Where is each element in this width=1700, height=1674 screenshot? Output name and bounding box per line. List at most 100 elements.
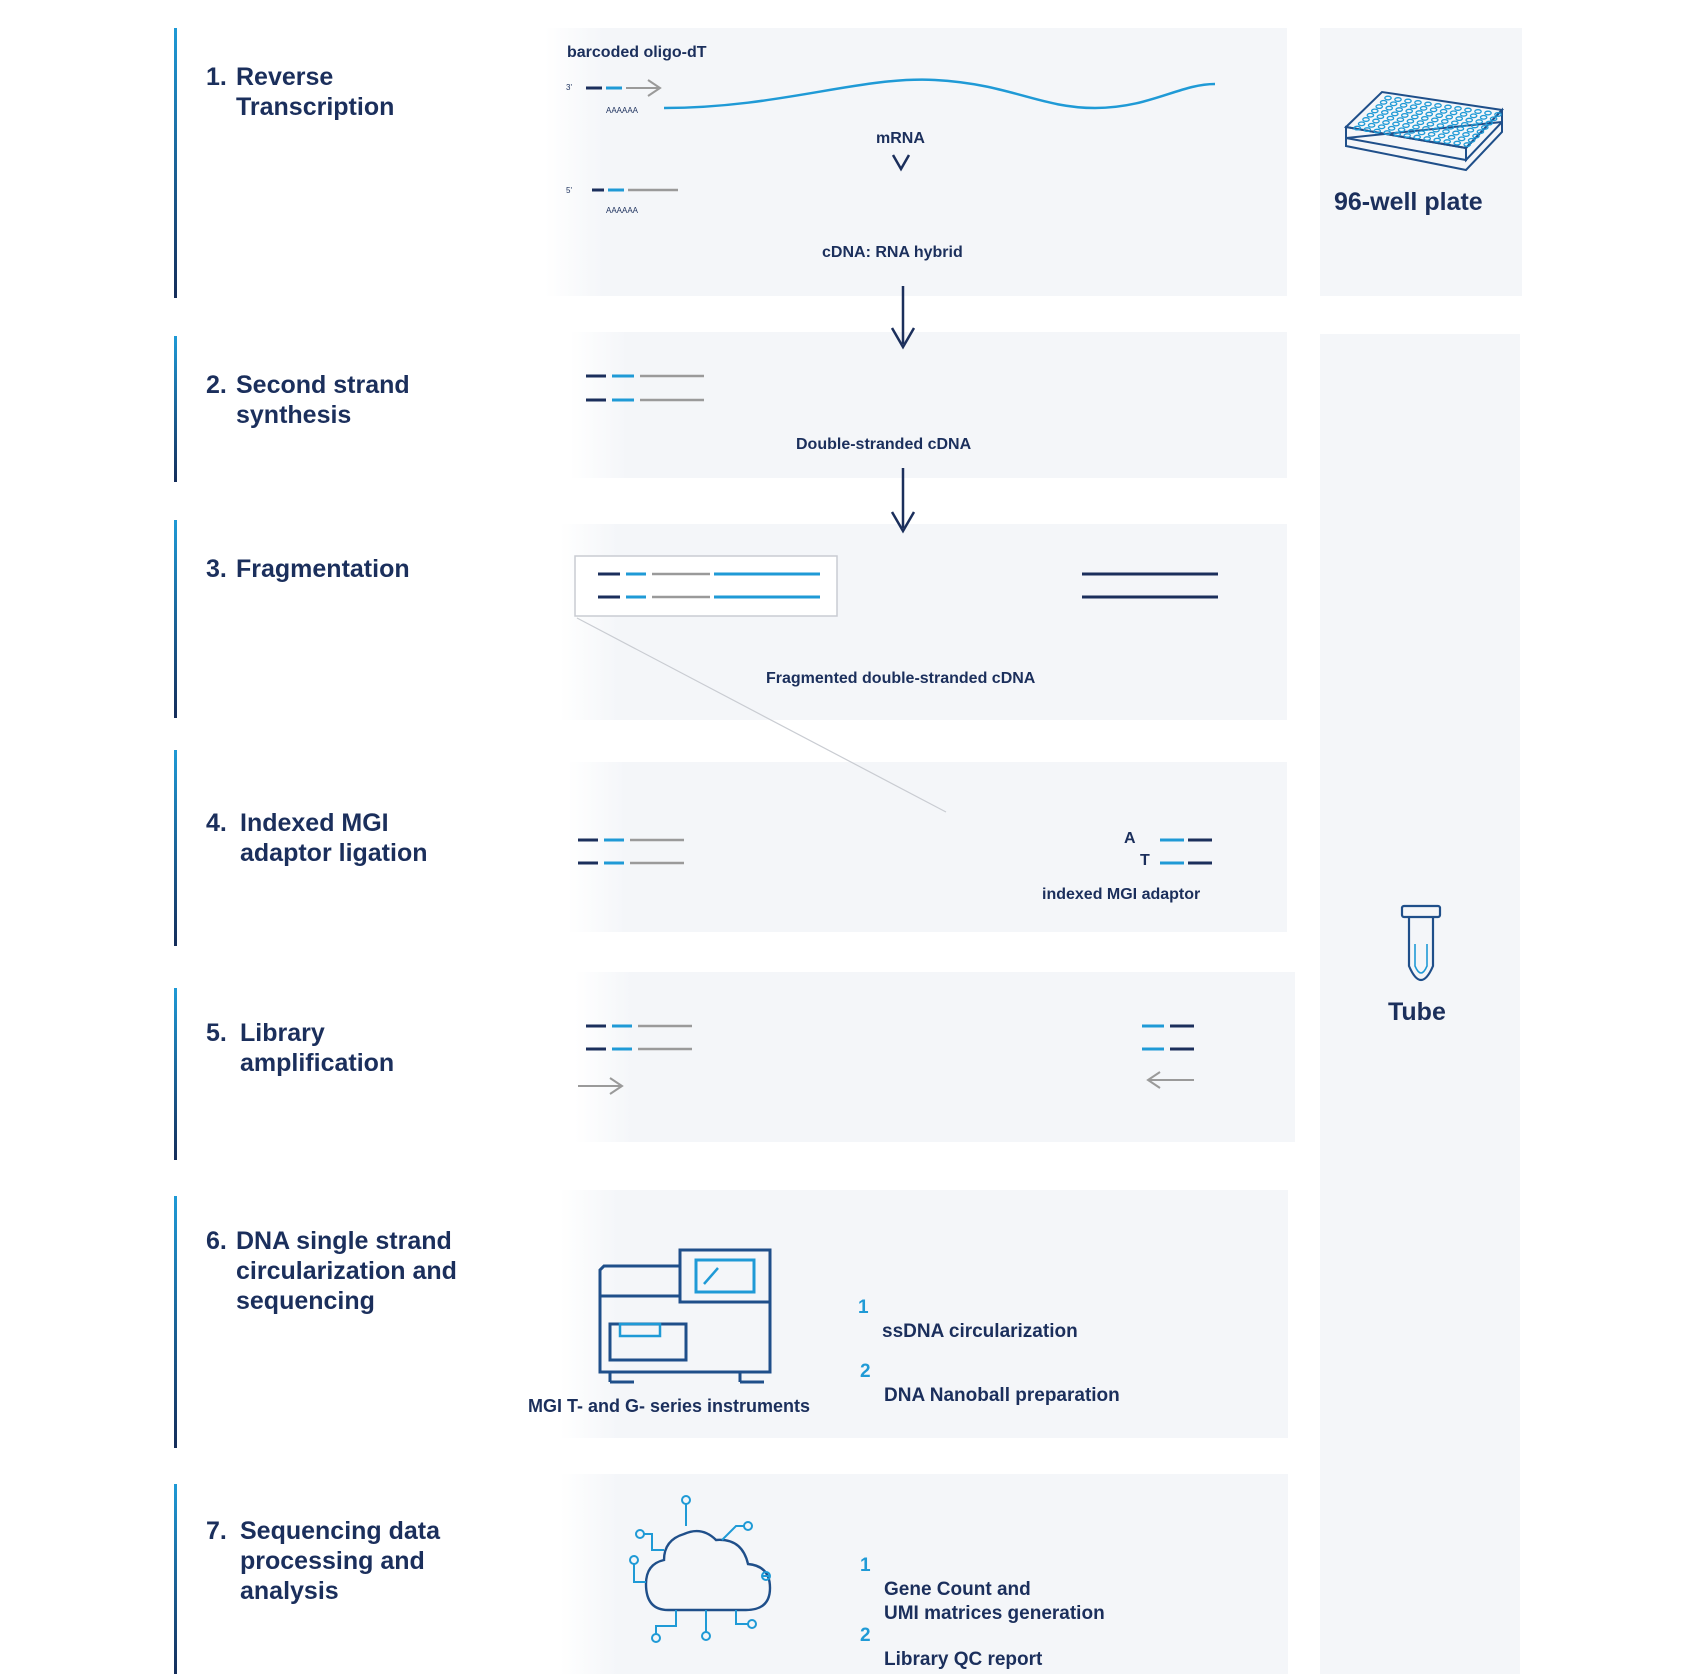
well — [1470, 123, 1479, 129]
step-title-1: 1. Reverse Transcription — [206, 62, 394, 122]
well — [1402, 123, 1410, 128]
well — [1379, 99, 1388, 105]
step-number: 4. — [206, 809, 227, 837]
step-bar-7 — [174, 1484, 177, 1674]
well — [1375, 104, 1384, 110]
step-title-text: DNA single strand circularization and se… — [236, 1227, 457, 1315]
mrna-label: mRNA — [876, 130, 925, 147]
step-bar-3 — [174, 520, 177, 718]
well — [1384, 95, 1392, 101]
well — [1376, 114, 1385, 120]
well — [1387, 125, 1396, 131]
well — [1412, 124, 1420, 130]
well — [1479, 114, 1488, 120]
well — [1407, 128, 1416, 134]
well — [1456, 126, 1465, 132]
well — [1433, 137, 1442, 143]
step-panels — [545, 28, 1522, 1674]
step-title-6: 6. DNA single strand circularization and… — [206, 1226, 457, 1316]
step-title-text: Reverse Transcription — [236, 63, 395, 121]
well — [1476, 129, 1485, 135]
well — [1397, 127, 1406, 133]
well — [1403, 133, 1412, 139]
well — [1400, 112, 1409, 118]
step-title-2: 2. Second strand synthesis — [206, 370, 410, 430]
well — [1415, 110, 1424, 116]
step6-item-2: 2 DNA Nanoball preparation — [860, 1336, 1120, 1408]
well — [1484, 110, 1492, 116]
well — [1392, 121, 1400, 127]
step-bar-5 — [174, 988, 177, 1160]
well — [1434, 103, 1442, 108]
well — [1409, 104, 1418, 110]
three-prime-label: 3' — [566, 83, 572, 92]
cloud-network-icon — [629, 1495, 772, 1643]
item-text: ssDNA circularization — [882, 1321, 1078, 1342]
adaptor-ligation-graphic — [578, 838, 1212, 865]
well — [1423, 136, 1432, 142]
well — [1420, 115, 1429, 121]
well — [1399, 102, 1408, 108]
step-title-text: Library amplification — [240, 1019, 395, 1077]
well — [1469, 113, 1478, 119]
step-number: 5. — [206, 1019, 227, 1047]
well — [1444, 104, 1452, 110]
well — [1475, 119, 1484, 125]
well — [1464, 107, 1472, 113]
well — [1465, 117, 1474, 123]
96-well-plate-icon — [1343, 90, 1505, 172]
well — [1367, 122, 1376, 128]
polyA-label: AAAAAA — [606, 106, 639, 115]
well — [1357, 121, 1366, 127]
well — [1429, 107, 1438, 113]
step-number: 2. — [206, 371, 227, 399]
tube-label: Tube — [1388, 998, 1446, 1026]
step6-item-1: 1 ssDNA circularization — [858, 1272, 1078, 1344]
well — [1419, 105, 1428, 111]
well — [1466, 127, 1475, 133]
well — [1405, 108, 1414, 114]
well — [1430, 117, 1439, 123]
fragmented-label: Fragmented double-stranded cDNA — [766, 670, 1036, 687]
step-title-5: 5. Library amplification — [206, 1018, 394, 1078]
step-bar-2 — [174, 336, 177, 482]
well — [1432, 127, 1440, 133]
well — [1424, 101, 1432, 107]
well — [1385, 105, 1394, 111]
well — [1440, 118, 1449, 124]
hybrid-label: cDNA: RNA hybrid — [822, 244, 963, 261]
well — [1443, 139, 1452, 145]
ds-cdna-label: Double-stranded cDNA — [796, 436, 972, 453]
well — [1373, 128, 1382, 134]
step-title-text: Fragmentation — [236, 555, 410, 583]
well — [1389, 101, 1398, 107]
well — [1480, 124, 1489, 130]
five-prime-label: 5' — [566, 186, 572, 195]
step-bar-4 — [174, 750, 177, 946]
step-title-3: 3. Fragmentation — [206, 554, 410, 584]
well — [1380, 109, 1389, 115]
step-number: 6. — [206, 1227, 227, 1255]
instruments-label: MGI T- and G- series instruments — [528, 1396, 811, 1416]
well — [1383, 130, 1392, 136]
well — [1417, 130, 1426, 136]
well — [1406, 118, 1415, 124]
well — [1382, 120, 1390, 125]
base-t-label: T — [1140, 852, 1150, 869]
well — [1467, 137, 1476, 143]
step-bar-6 — [174, 1196, 177, 1448]
well — [1393, 131, 1402, 137]
well — [1396, 117, 1405, 123]
item-number: 1 — [858, 1297, 869, 1318]
step-title-text: Sequencing data processing and analysis — [240, 1517, 441, 1605]
step-bar-1 — [174, 28, 177, 298]
well — [1450, 120, 1459, 126]
amplification-graphic — [578, 1024, 1194, 1095]
second-strand-graphic — [586, 374, 1224, 534]
step-number: 7. — [206, 1517, 227, 1545]
step-title-text: Second strand synthesis — [236, 371, 410, 429]
well — [1437, 133, 1446, 139]
well — [1439, 108, 1448, 114]
well — [1425, 111, 1434, 117]
